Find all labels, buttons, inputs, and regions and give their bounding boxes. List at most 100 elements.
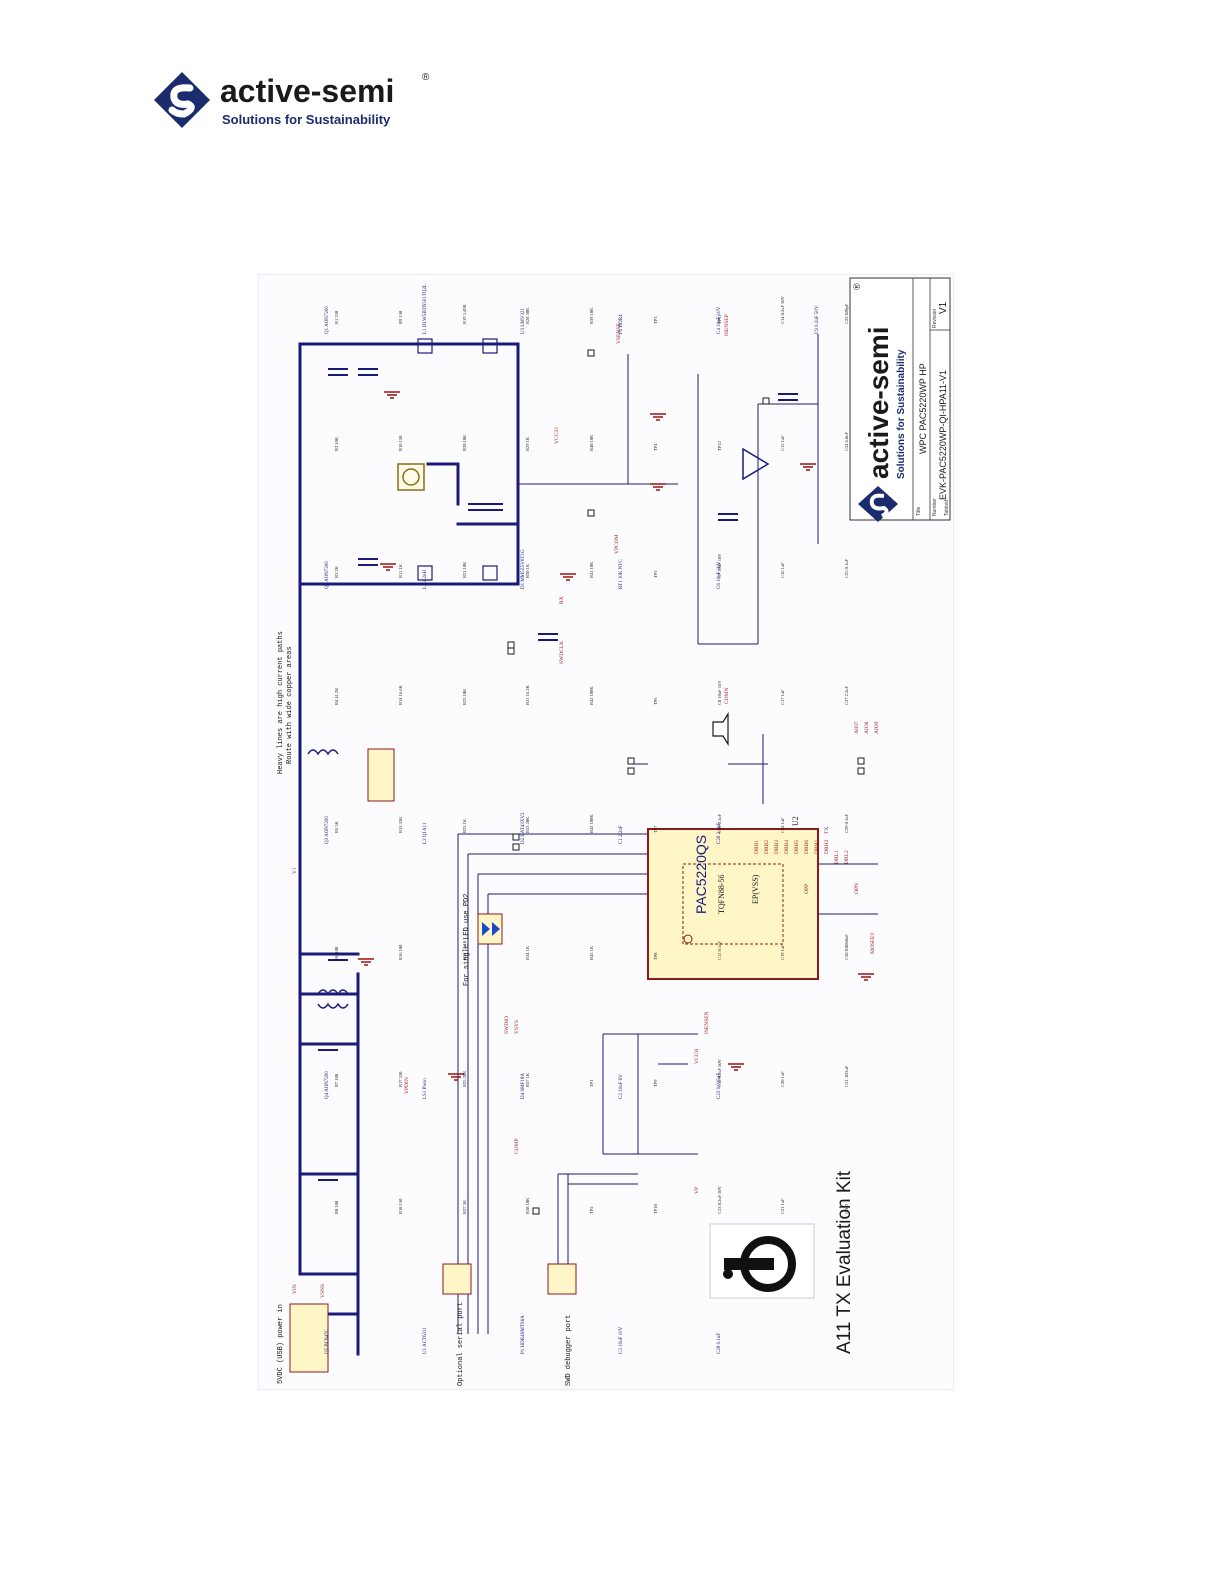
title-block-tagline: Solutions for Sustainability	[896, 349, 907, 479]
label-swdio: SWDIO	[504, 1016, 510, 1034]
label-aio7: AIO7	[854, 721, 860, 734]
label-drb4: DRB4	[784, 840, 790, 854]
label-c15-1uf: C15 1uF	[780, 435, 785, 451]
label-isensep: ISENSEP	[724, 314, 730, 336]
label-tp8: TP8	[653, 952, 658, 960]
label-r33-20k: R33 20K	[525, 816, 530, 833]
logo-brand-text: active-semi	[220, 73, 394, 109]
label-c8-10uf-16v: C8 10uF 16V	[717, 680, 722, 705]
label-drl1: DRL1	[834, 850, 840, 864]
coil-l3-icon	[397, 463, 425, 491]
label-c18-1uf: C18 1uF	[780, 817, 785, 833]
label-r42-100k: R42 100K	[589, 686, 594, 705]
label-r38-10k: R38 10K	[525, 1197, 530, 1214]
label-r43-100k: R43 100K	[589, 814, 594, 833]
label-r10-150: R10 150	[398, 435, 403, 451]
label-vpcom: VPCOM	[614, 534, 620, 554]
label-r16-100: R16 100	[398, 944, 403, 960]
ic-u2: PAC5220QS TQFN88-56 EP(VSS) U2	[647, 816, 819, 980]
label-tp4: TP4	[653, 443, 658, 451]
label-l1-dlw5btn501tq2l: L1 DLW5BTN501TQ2L	[423, 284, 428, 334]
label-u3-lmv321: U3 LMV321	[521, 308, 526, 334]
label-vpdin: VPDIN	[404, 1077, 410, 1094]
ic-ref-label: U2	[791, 816, 800, 826]
ic-part-label: PAC5220QS	[693, 835, 709, 914]
title-label: Title	[916, 507, 922, 516]
number-label: Number	[932, 498, 938, 516]
title-value: WPC PAC5220WP HP	[918, 363, 928, 454]
label-c17-1uf: C17 1uF	[780, 689, 785, 705]
label-tp5: TP5	[653, 570, 658, 578]
note-serial-port: Optional serial port	[457, 1302, 465, 1386]
label-c2-10uf-6v: C2 10uF 6V	[619, 1074, 624, 1099]
label-c13-0-2uf-50v: C13 0.2uF 50V	[717, 1185, 722, 1214]
regulator-u1	[367, 748, 395, 802]
label-c19-1uf: C19 1uF	[780, 944, 785, 960]
tabloid-label: Tabloid	[944, 500, 950, 516]
label-q1-aon7200: Q1 AON7200	[325, 306, 330, 334]
label-c10-0-1uf: C10 0.1uF	[717, 813, 722, 833]
label-q5-bc847c: Q5 BC847C	[325, 1328, 330, 1354]
capacitor-symbols	[318, 368, 798, 1181]
label-vsns: VSNS	[320, 1284, 326, 1298]
note-power-in: 5VDC (USB) power in	[277, 1304, 285, 1384]
label-r15-33k: R15 33K	[398, 816, 403, 833]
label-gnd: GND	[844, 1204, 849, 1214]
label-d4-smf18a: D4 SMF18A	[521, 1073, 526, 1099]
label-q4-aon7200: Q4 AON7200	[325, 1071, 330, 1099]
label-c16-1uf: C16 1uF	[780, 562, 785, 578]
logo-registered-mark: ®	[422, 72, 430, 83]
label-r11-1k: R11 1K	[398, 563, 403, 578]
piezo-speaker-icon	[712, 711, 729, 747]
label-r7-100: R7 100	[334, 1073, 339, 1087]
label-r27-5k: R27 5K	[462, 1199, 467, 1214]
label-u1-act6311: U1 ACT6311	[423, 1327, 428, 1354]
label-c24-6-8nf: C24 6.8nF	[844, 431, 849, 451]
label-swdclk: SWDCLK	[559, 641, 565, 664]
label-p2-hdr4: P2 HDR4	[619, 314, 624, 334]
label-d2-bat43xv2: D2 BAT43XV2	[521, 812, 526, 844]
label-r23-1k: R23 1K	[462, 818, 467, 833]
ic-pad-label: EP(VSS)	[751, 874, 760, 904]
label-tp10: TP10	[653, 1203, 658, 1214]
label-c27-2-2nf: C27 2.2nF	[844, 685, 849, 705]
logo-tagline: Solutions for Sustainability	[222, 112, 391, 127]
label-r6-100: R6 100	[334, 946, 339, 960]
label-drb6: DRB6	[804, 840, 810, 854]
label-c28-0-1uf: C28 0.1uF	[717, 1333, 722, 1354]
label-tp7: TP7	[653, 825, 658, 833]
label-c4-10uf-10v: C4 10uF 10V	[717, 306, 722, 334]
schematic-sheet: PAC5220QS TQFN88-56 EP(VSS) U2	[258, 274, 954, 1390]
title-block-brand: active-semi	[863, 326, 894, 479]
title-block: active-semi ® Solutions for Sustainabili…	[849, 277, 951, 522]
label-d1-mm5z5v6t1g: D1 MM5Z5V6T1G	[521, 549, 526, 589]
label-drb5: DRB5	[794, 840, 800, 854]
label-vp: VP	[694, 1187, 700, 1194]
note-swd-port: SWD debugger port	[565, 1315, 573, 1386]
label-opn: OPN	[854, 883, 860, 894]
label-c21-1uf: C21 1uF	[780, 1198, 785, 1214]
label-drl2: DRL2	[844, 850, 850, 864]
label-aio8: AIO8	[864, 721, 870, 734]
revision-label: Revision	[932, 309, 938, 328]
label-r1-330: R1 330	[334, 310, 339, 324]
label-r20-10k: R20 10K	[462, 434, 467, 451]
label-c23-0-015uf: C23 0.015uF	[717, 1073, 722, 1099]
label-r5-5k: R5 5K	[334, 820, 339, 833]
serial-connector-p2	[442, 1263, 472, 1295]
note-heavy-lines: Heavy lines are high current paths	[277, 631, 285, 774]
label-r25-20k: R25 20K	[462, 1070, 467, 1087]
label-mosfet: MOSFET	[870, 932, 876, 954]
label-drb1: DRB1	[754, 840, 760, 854]
label-vcc33: VCC33	[554, 427, 560, 444]
signal-wires	[457, 334, 878, 1334]
label-vsys: VSYS	[514, 1020, 520, 1034]
label-r29-1k: R29 1K	[525, 436, 530, 451]
swd-connector-p1	[547, 1263, 577, 1295]
label-c26-2-2nf: C26 2.2nF	[717, 823, 722, 844]
label-c7-10uf-10v: C7 10uF 10V	[717, 553, 722, 578]
label-c3-10uf-10v: C3 10uF 10V	[619, 1326, 624, 1354]
